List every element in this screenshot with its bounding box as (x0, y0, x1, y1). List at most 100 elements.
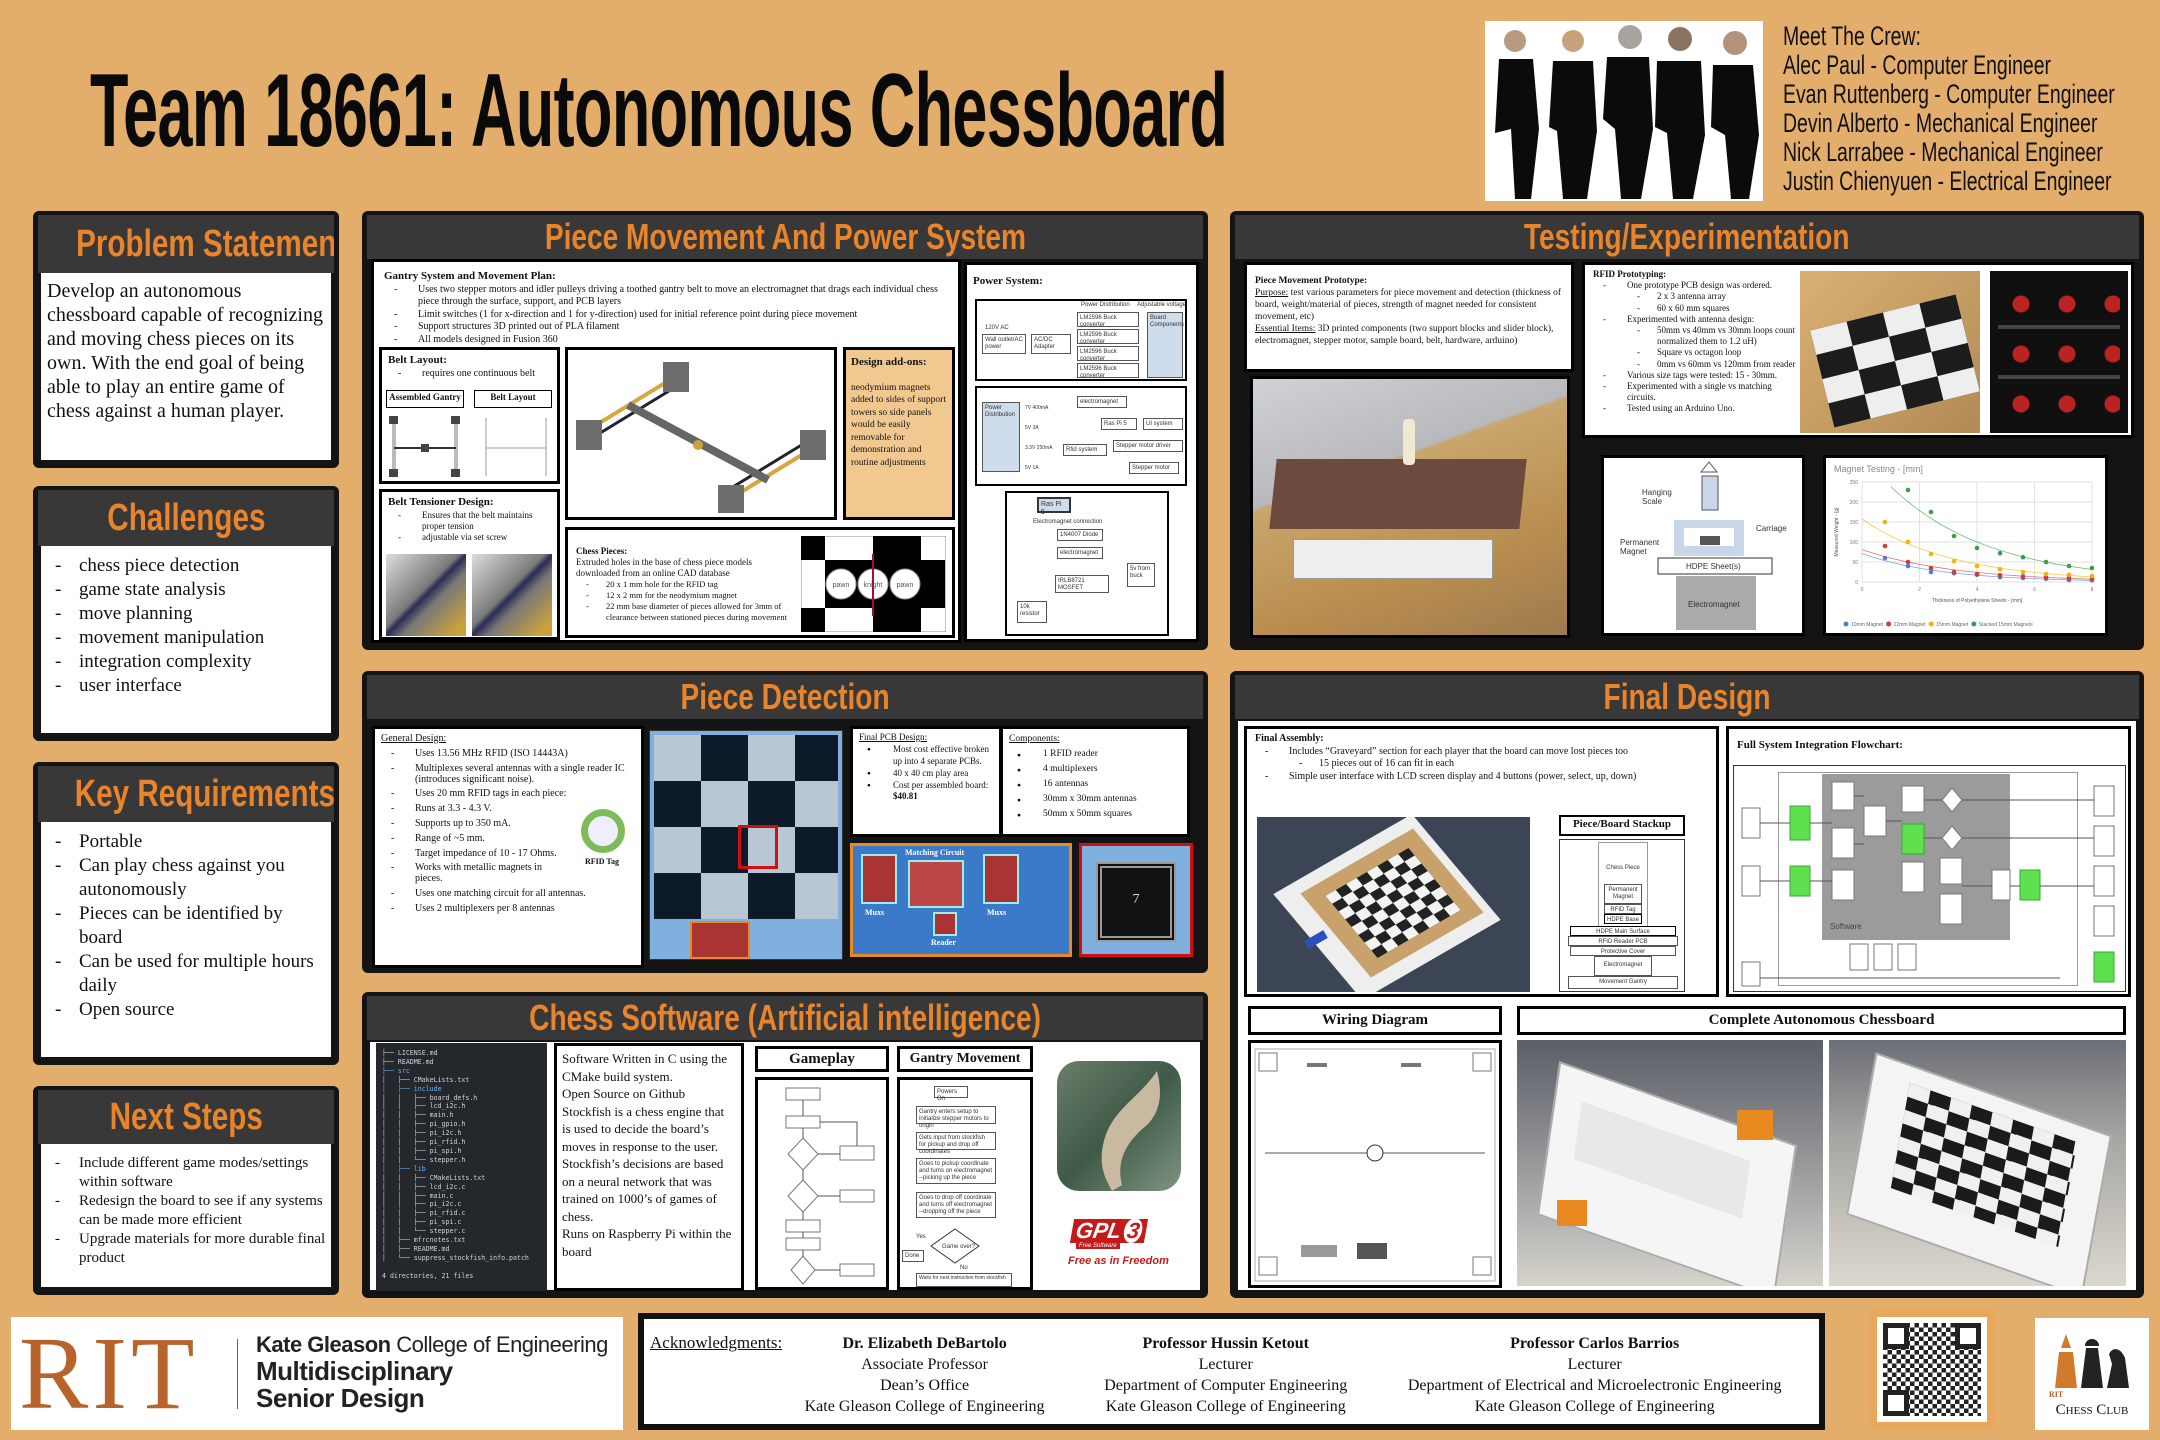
key-requirements-section: Key Requirements PortableCan play chess … (33, 762, 339, 1065)
knight-label: knight (864, 582, 883, 589)
assembled-gantry-label: Assembled Gantry (386, 390, 464, 408)
tree-line: │ │ ├── lcd_i2c.h (382, 1102, 466, 1111)
section-title: Next Steps (109, 1096, 263, 1138)
general-design-item: Uses 13.56 MHz RFID (ISO 14443A) (381, 748, 635, 759)
raspi-node: Ras Pi 5 (1101, 418, 1137, 430)
tensioner-item: Ensures that the belt maintains proper t… (388, 510, 551, 533)
stackup-layer: Movement Gantry (1568, 976, 1678, 989)
design-addons-box: Design add-ons: neodymium magnets added … (843, 347, 955, 520)
assembly-item-subitem: 15 pieces out of 16 can fit in each (1289, 758, 1708, 771)
y-tick-label: 0 (1855, 580, 1858, 586)
assembly-item-text: Includes “Graveyard” section for each pl… (1289, 745, 1629, 757)
data-point (2020, 569, 2026, 575)
requirement-item: Can be used for multiple hours daily (45, 950, 327, 998)
crew-member: Nick Larrabee - Mechanical Engineer (1783, 137, 2103, 167)
rit-wordmark: RIT (19, 1316, 199, 1431)
gpl-version: 3 (1122, 1218, 1145, 1243)
next-steps-section: Next Steps Include different game modes/… (33, 1086, 339, 1295)
rfid-heading: RFID Prototyping: (1593, 269, 1667, 279)
data-point (2020, 574, 2026, 579)
y-tick-label: 250 (1850, 480, 1859, 486)
crew-member: Evan Ruttenberg - Computer Engineer (1783, 79, 2115, 109)
section-title: Piece Movement And Power System (544, 216, 1026, 257)
stackup-layer: HDPE Base (1604, 914, 1642, 924)
pawn-label: pawn (897, 582, 914, 589)
raspi-node: Ras Pi 5 (1037, 497, 1071, 516)
final-render-image (1257, 817, 1530, 992)
wiring-diagram-label: Wiring Diagram (1248, 1006, 1502, 1035)
flow-step: Goes to pickup coordinate and turns on e… (916, 1158, 996, 1184)
stackup-label: Piece/Board Stackup (1559, 815, 1685, 836)
power-line-label: 5V 1A (1025, 465, 1039, 471)
magnet-test-rig-diagram: Hanging Scale Carriage Permanent Magnet … (1601, 455, 1805, 636)
person-college: Kate Gleason College of Engineering (1474, 1398, 1715, 1415)
gantry-item: All models designed in Fusion 360 (384, 334, 948, 347)
rfid-item-sublist: 2 x 3 antenna array60 x 60 mm squares (1627, 291, 1797, 314)
piece-clearance-diagram: pawn knight pawn (801, 536, 946, 632)
addons-text: neodymium magnets added to sides of supp… (851, 382, 946, 468)
y-tick-label: 200 (1850, 500, 1859, 506)
tree-line: │ ├── lib (382, 1164, 426, 1173)
tree-line: 4 directories, 21 files (382, 1271, 474, 1280)
flow-step: Waits for next instruction from stockfis… (916, 1273, 1012, 1287)
component-item: 30mm x 30mm antennas (1009, 792, 1181, 808)
rfid-item-subitem: 60 x 60 mm squares (1627, 303, 1797, 314)
board-power-diagram: Power Distribution 7V 400mA 5V 3A 3.3V 2… (975, 386, 1187, 486)
carriage-label: Carriage (1756, 524, 1787, 533)
next-step-item: Redesign the board to see if any systems… (45, 1192, 327, 1230)
power-distribution-title: Power Distribution (1081, 302, 1130, 308)
data-point (2020, 554, 2026, 560)
general-design-item: Uses 20 mm RFID tags in each piece: (381, 788, 635, 799)
complete-chessboard-label: Complete Autonomous Chessboard (1517, 1006, 2126, 1035)
legend-marker (1971, 621, 1977, 627)
buck-node: LM2596 Buck converter (1077, 312, 1139, 328)
chess-pieces-box: Chess Pieces: Extruded holes in the base… (565, 527, 955, 638)
pieces-item: 12 x 2 mm for the neodymium magnet (576, 590, 796, 601)
prototype-photo (1250, 376, 1570, 638)
challenge-item: game state analysis (45, 578, 327, 602)
pieces-item: 20 x 1 mm hole for the RFID tag (576, 579, 796, 590)
assembly-item-text: Simple user interface with LCD screen di… (1289, 770, 1637, 782)
essential-items-label: Essential Items: (1255, 324, 1316, 334)
tree-line: │ │ ├── pi_spi.c (382, 1218, 462, 1227)
acknowledgments-box: Acknowledgments: Dr. Elizabeth DeBartolo… (638, 1313, 1825, 1430)
crew-heading: Meet The Crew: (1783, 21, 1921, 51)
data-point (2066, 563, 2072, 569)
software-description-line: Open Source on Github (562, 1086, 686, 1101)
rfid-pcb-photo (1990, 271, 2128, 433)
prototype-heading: Piece Movement Prototype: (1255, 276, 1368, 286)
assembly-item-sublist: 15 pieces out of 16 can fit in each (1289, 758, 1708, 771)
section-title: Challenges (106, 497, 266, 539)
program-name: Senior Design (256, 1383, 425, 1413)
gameplay-flowchart-svg (785, 1087, 875, 1285)
data-point (2043, 574, 2049, 580)
pawn-label: pawn (833, 582, 850, 589)
software-description-line: Stockfish is a chess engine that is used… (562, 1103, 725, 1154)
crew-member: Devin Alberto - Mechanical Engineer (1783, 108, 2098, 138)
qr-code[interactable] (1869, 1309, 1995, 1430)
section-title: Key Requirements (74, 773, 334, 815)
stackup-layer: HDPE Main Surface (1570, 926, 1676, 936)
crew-list: Meet The Crew: Alec Paul - Computer Engi… (1783, 22, 2160, 196)
x-tick-label: 8 (2091, 587, 2094, 593)
crew-member: Justin Chienyuen - Electrical Engineer (1783, 166, 2112, 196)
adapter-node: AC/DC Adapter (1031, 334, 1071, 354)
data-point (1905, 487, 1911, 493)
tree-line: ├── LICENSE.md (382, 1049, 438, 1057)
x-tick-label: 6 (2033, 587, 2036, 593)
adjustable-voltage-label: Adjustable voltage (1137, 302, 1187, 308)
matching-circuit-label: Matching Circuit (905, 848, 965, 857)
crew-photo (1485, 21, 1763, 201)
rfid-item-text: Tested using an Arduino Uno. (1627, 403, 1735, 414)
general-design-item: Range of ~5 mm. (381, 833, 635, 844)
gantry-item: Limit switches (1 for x-direction and 1 … (384, 309, 948, 322)
chart-title: Magnet Testing - [mm] (1834, 464, 1923, 474)
pieces-text: Extruded holes in the base of chess piec… (576, 557, 752, 578)
buck-node: LM2596 Buck converter (1077, 329, 1139, 345)
stackup-layer: RFID Tag (1604, 904, 1642, 914)
program-name: Multidisciplinary (256, 1356, 453, 1386)
legend-label: 12mm Magnet (1894, 622, 1927, 628)
stackup-layer: Electromagnet (1594, 956, 1652, 976)
